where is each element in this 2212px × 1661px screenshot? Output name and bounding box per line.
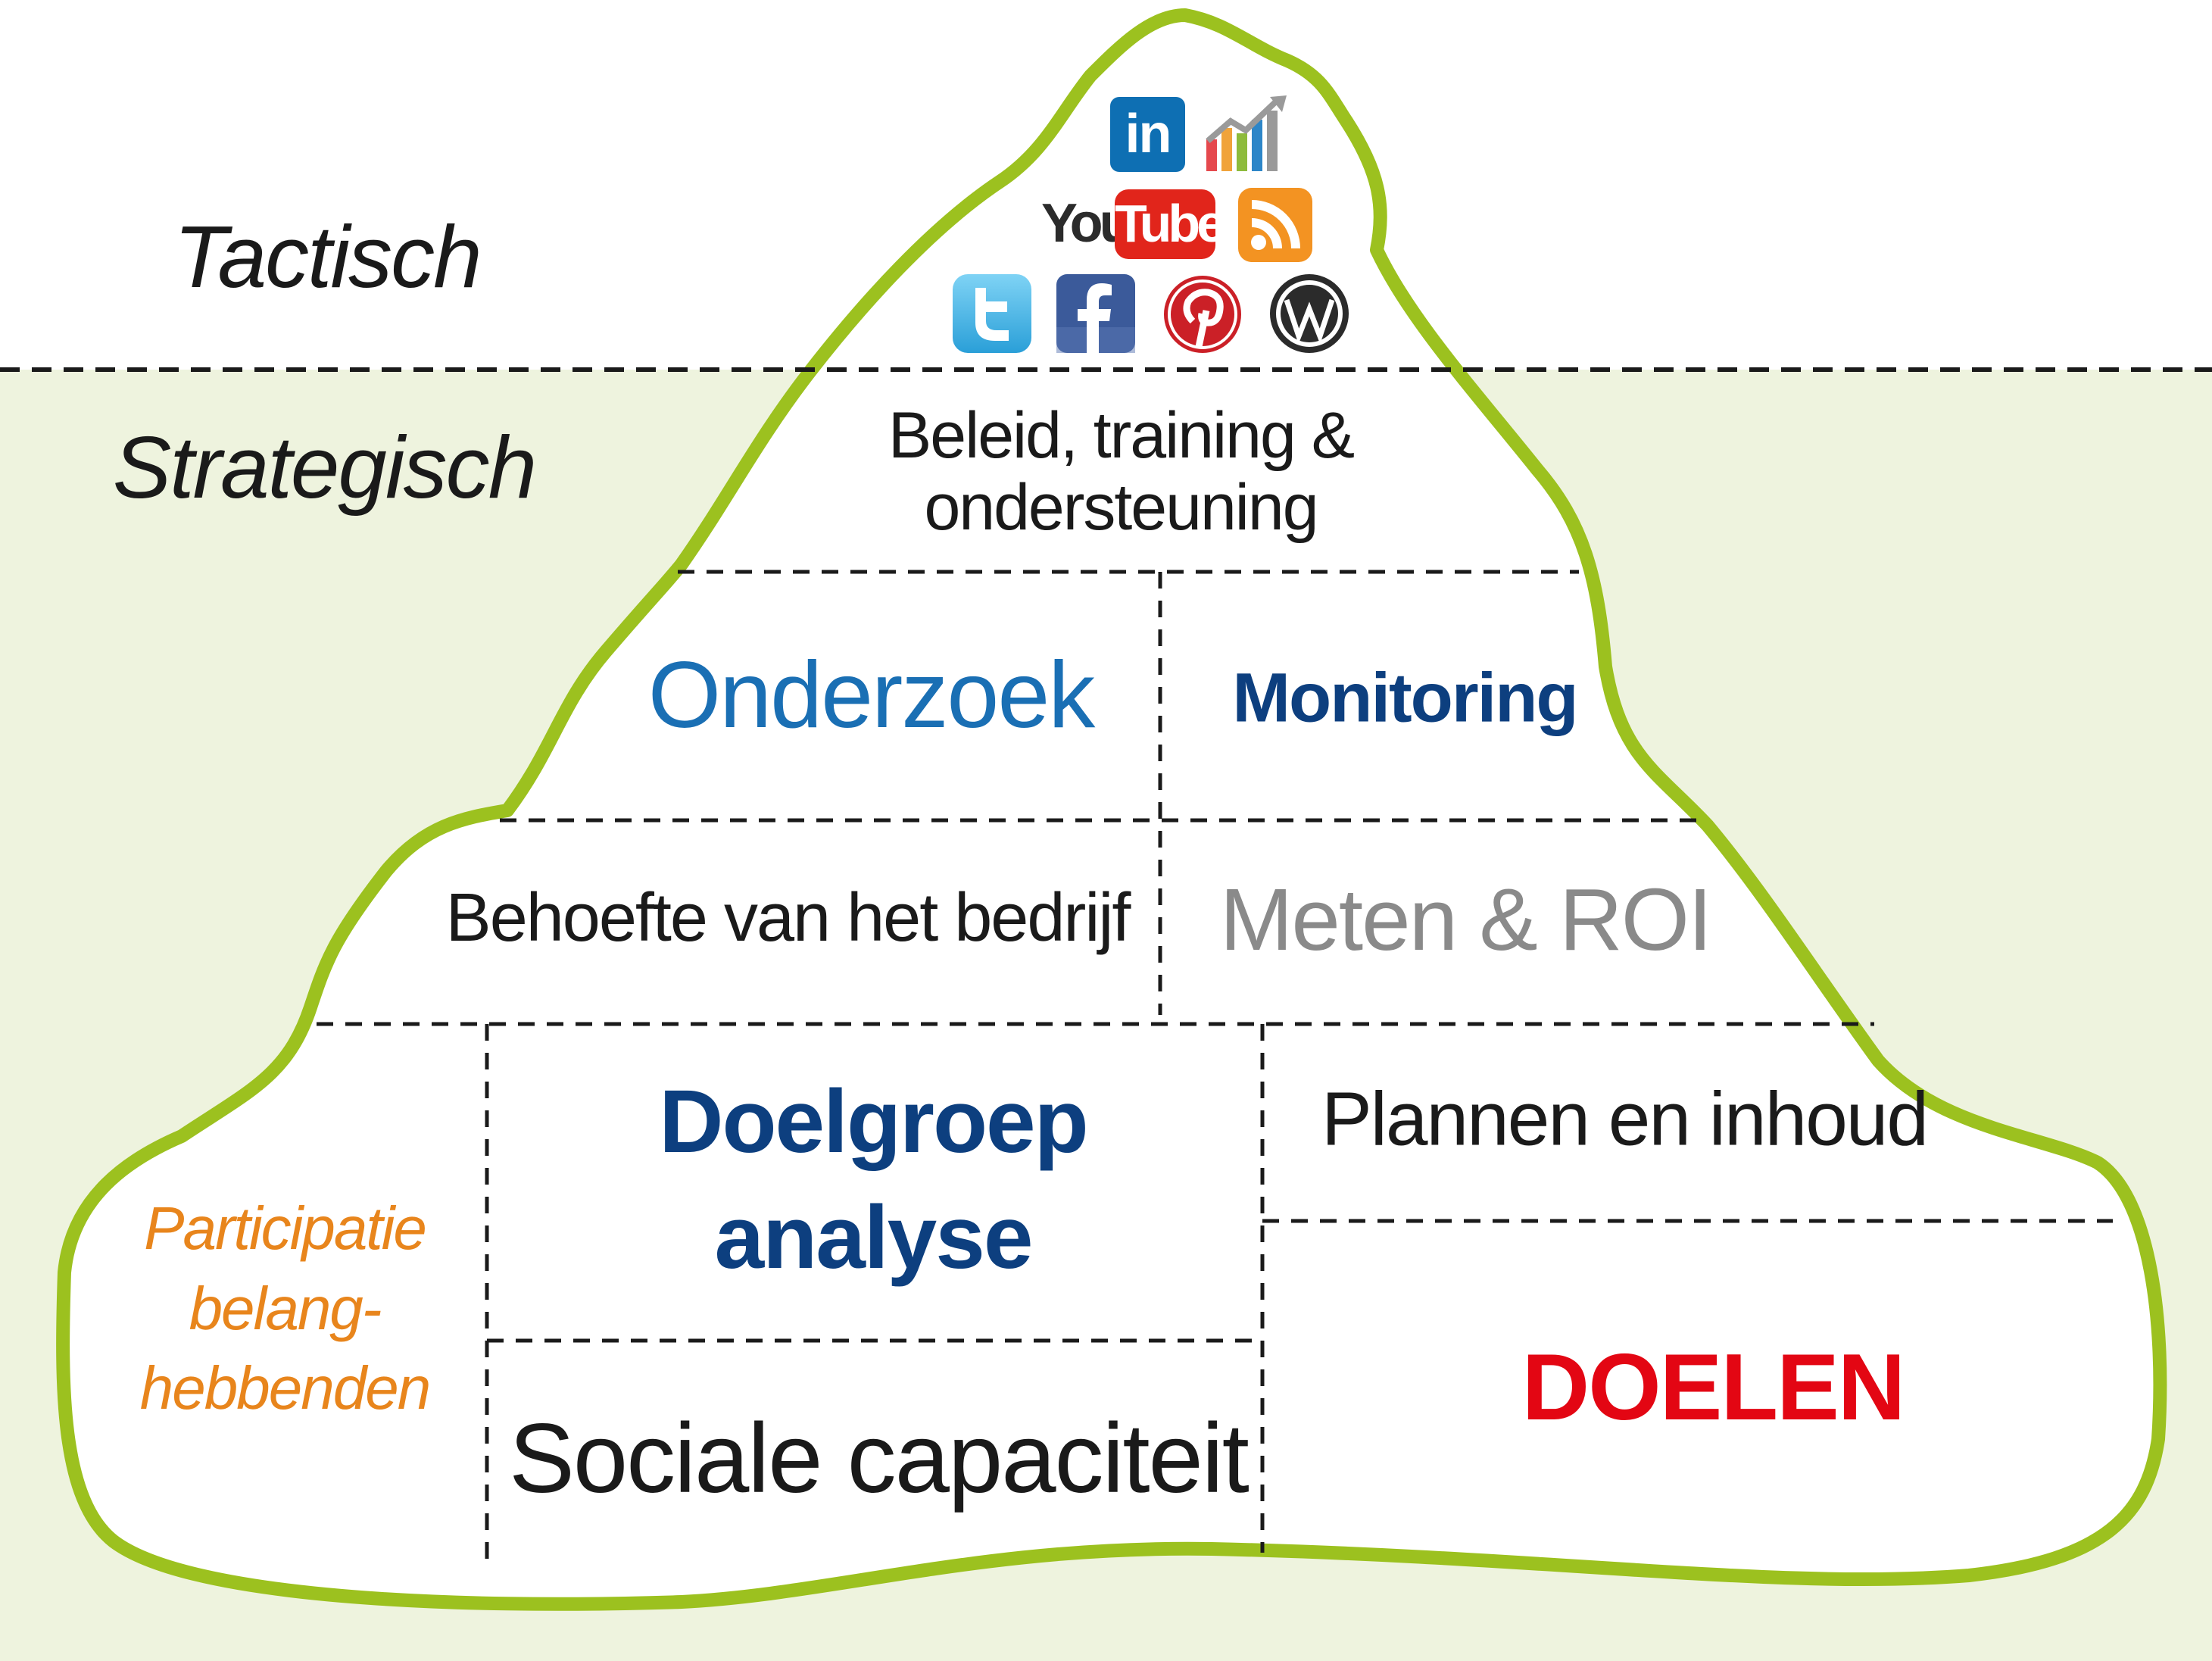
wordpress-icon xyxy=(1270,274,1349,353)
label-participatie-line2: belang- xyxy=(189,1275,382,1342)
label-strategisch: Strategisch xyxy=(112,418,537,517)
label-onderzoek: Onderzoek xyxy=(647,642,1096,748)
youtube-tube-box: Tube xyxy=(1115,189,1226,259)
twitter-icon xyxy=(953,274,1031,353)
label-doelgroep-line1: Doelgroep xyxy=(659,1072,1088,1172)
label-doelgroep-line2: analyse xyxy=(714,1188,1034,1288)
youtube-icon: You Tube xyxy=(1041,189,1226,259)
facebook-icon xyxy=(1056,274,1135,353)
youtube-tube-text: Tube xyxy=(1115,194,1226,253)
label-participatie-line3: hebbenden xyxy=(139,1354,431,1422)
label-tactisch: Tactisch xyxy=(173,208,482,307)
label-beleid-line2: ondersteuning xyxy=(924,470,1318,544)
pinterest-icon xyxy=(1164,276,1241,353)
iceberg-outline xyxy=(56,8,2167,1611)
label-plannen: Plannen en inhoud xyxy=(1321,1076,1929,1162)
rss-icon xyxy=(1238,188,1312,262)
linkedin-icon-text: in xyxy=(1125,104,1172,164)
label-meten: Meten & ROI xyxy=(1219,870,1712,969)
linkedin-icon: in xyxy=(1110,97,1185,172)
chart-icon xyxy=(1206,95,1287,171)
label-doelen: DOELEN xyxy=(1521,1335,1906,1440)
label-beleid-line1: Beleid, training & xyxy=(888,398,1355,472)
label-monitoring: Monitoring xyxy=(1232,659,1578,737)
label-behoefte: Behoefte van het bedrijf xyxy=(445,879,1131,956)
label-sociale: Sociale capaciteit xyxy=(509,1402,1250,1513)
label-participatie-line1: Participatie xyxy=(144,1194,427,1262)
inner-grid xyxy=(317,570,2113,1560)
